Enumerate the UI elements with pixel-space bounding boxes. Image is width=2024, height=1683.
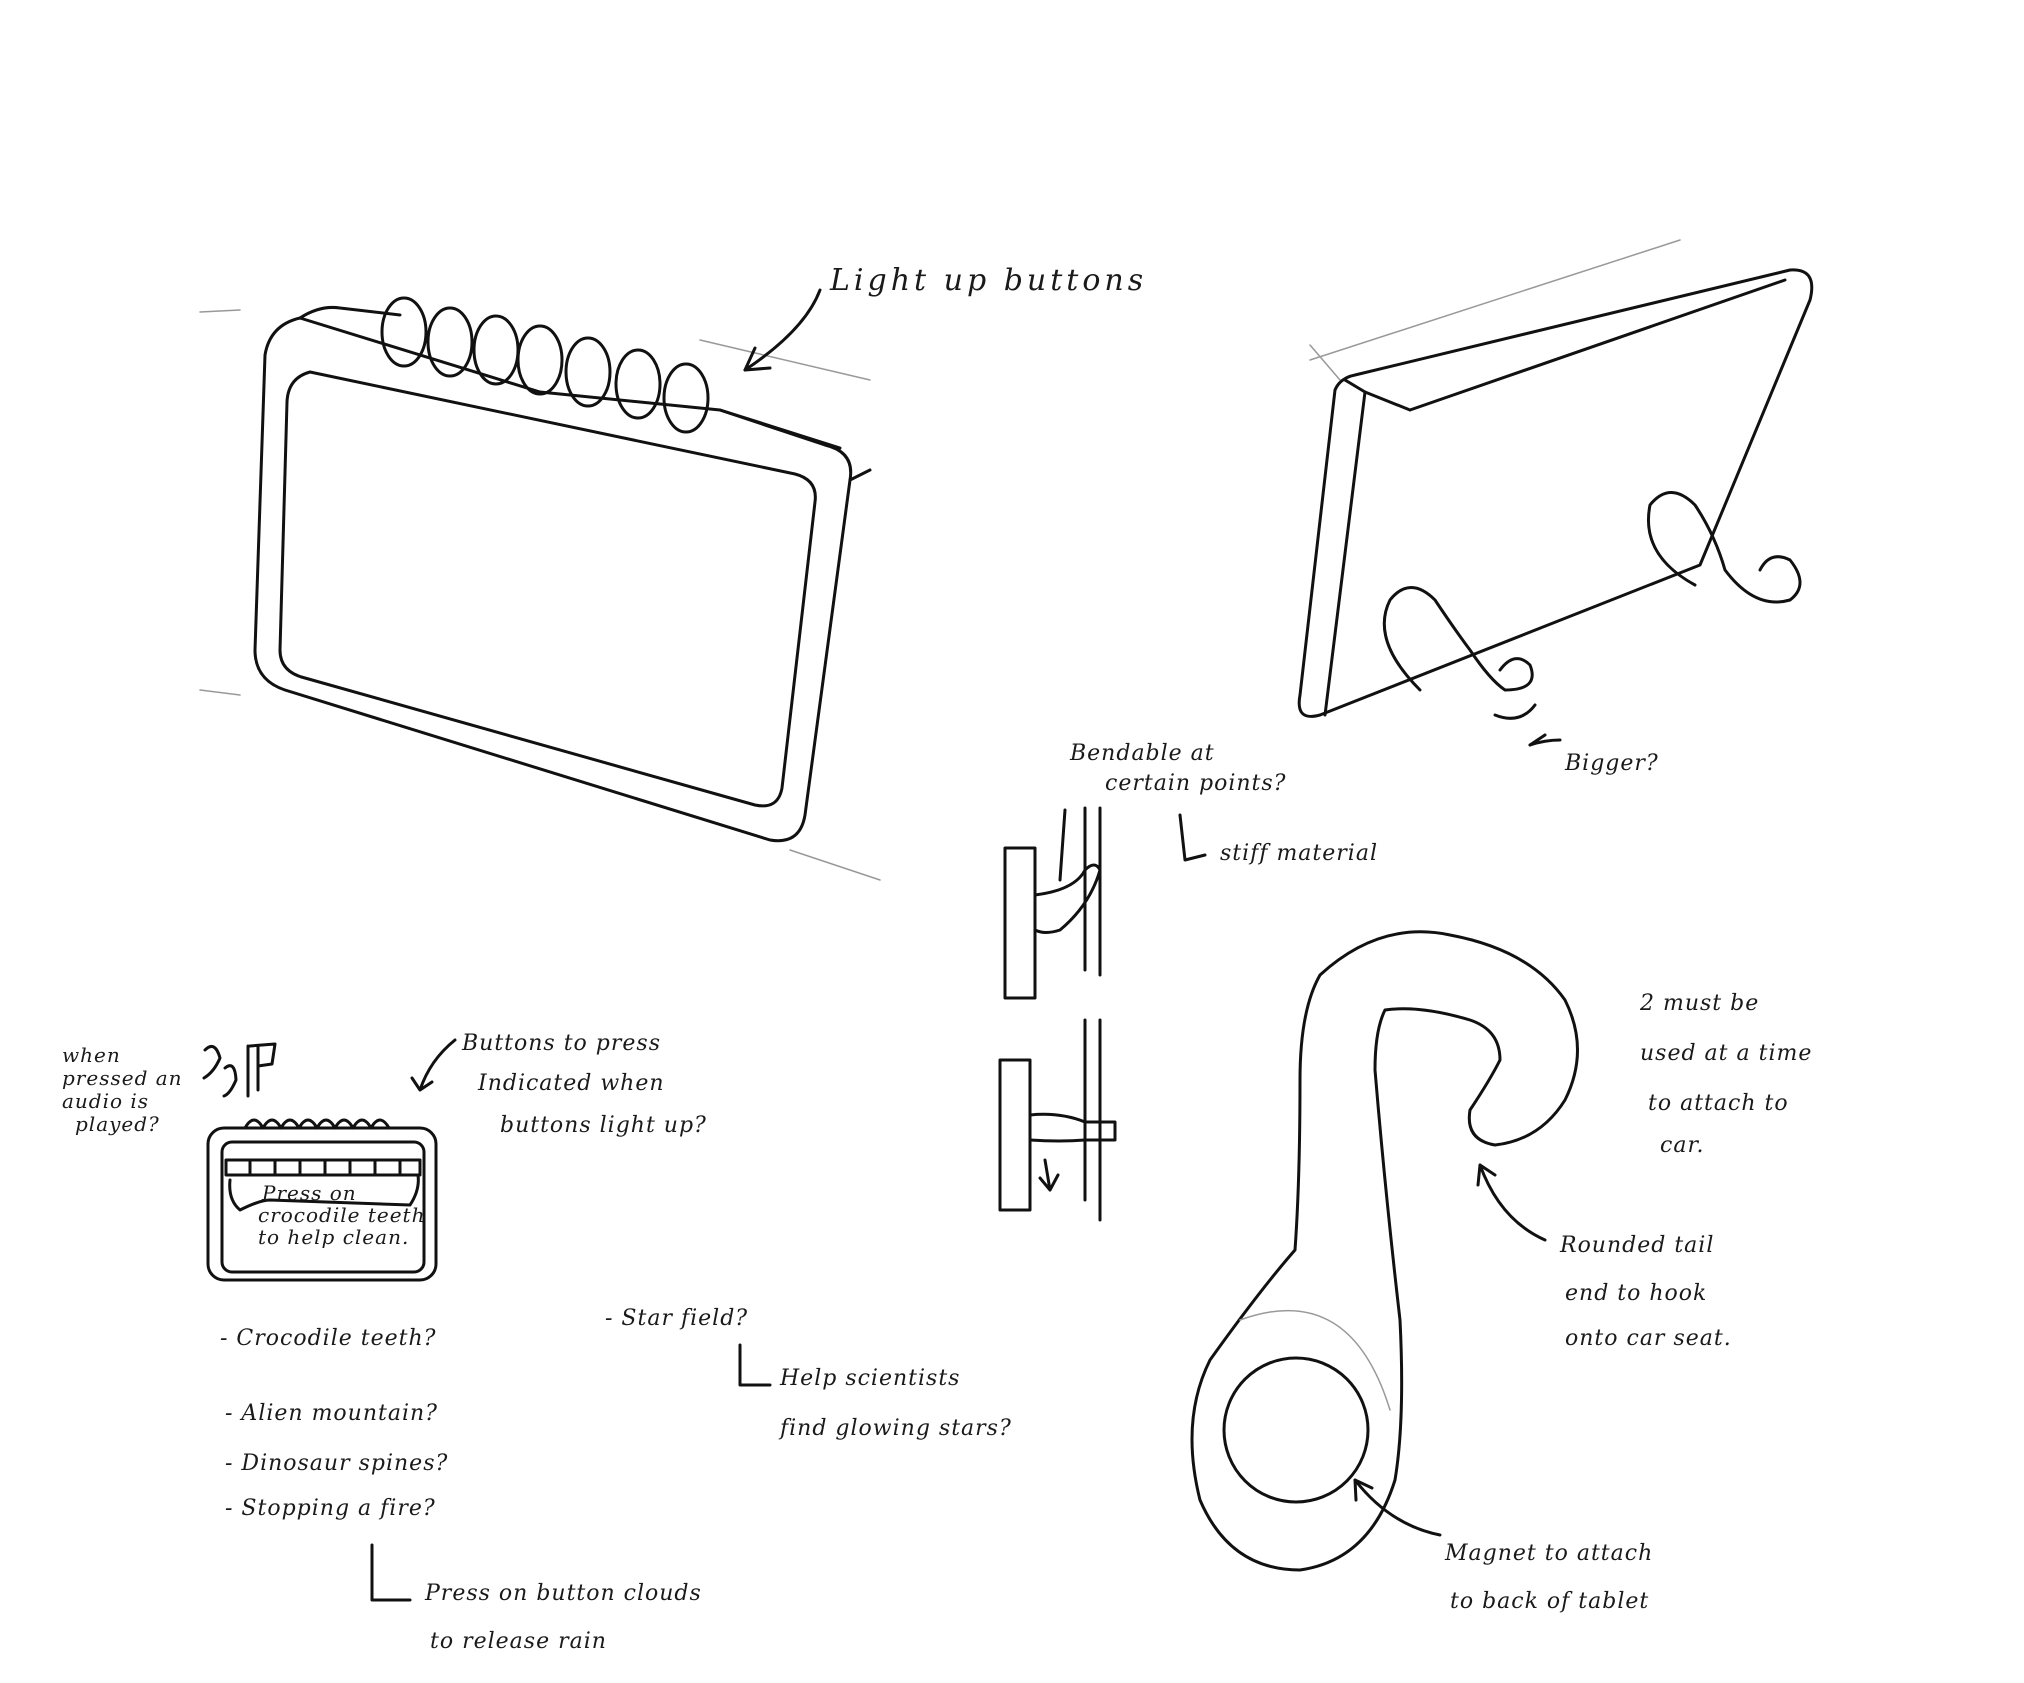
hook-magnet-sketch xyxy=(1190,930,1579,1572)
magnet-ring xyxy=(1222,1356,1370,1504)
ideas-list: - Crocodile teeth? - Alien mountain? - D… xyxy=(220,1306,1012,1654)
when-pressed-3: audio is xyxy=(62,1089,149,1113)
bendable-label-2: certain points? xyxy=(1105,771,1286,796)
crocodile-screen-sketch: when pressed an audio is played? Press o… xyxy=(62,1031,707,1282)
idea-alien: - Alien mountain? xyxy=(225,1401,438,1426)
idea-fire: - Stopping a fire? xyxy=(225,1496,436,1521)
idea-crocodile: - Crocodile teeth? xyxy=(220,1326,436,1351)
bendable-mechanism-sketch: Bendable at certain points? stiff materi… xyxy=(998,741,1378,1222)
music-note-icon xyxy=(202,1044,222,1080)
idea-clouds-1: Press on button clouds xyxy=(424,1581,702,1606)
idea-clouds-2: to release rain xyxy=(430,1629,607,1654)
magnet-2: to back of tablet xyxy=(1450,1589,1649,1614)
speaker-icon xyxy=(246,1042,277,1098)
two-must-4: car. xyxy=(1660,1133,1705,1158)
light-up-buttons xyxy=(380,296,710,434)
two-must-2: used at a time xyxy=(1640,1041,1812,1066)
buttons-to-press-1: Buttons to press xyxy=(461,1031,661,1056)
rounded-tail-1: Rounded tail xyxy=(1559,1233,1714,1258)
music-note-icon xyxy=(222,1064,238,1098)
bendable-label-1: Bendable at xyxy=(1069,741,1215,766)
idea-help-2: find glowing stars? xyxy=(778,1416,1012,1441)
two-must-1: 2 must be xyxy=(1639,991,1759,1016)
rounded-tail-3: onto car seat. xyxy=(1565,1326,1732,1351)
screen-text-2: crocodile teeth xyxy=(258,1203,425,1227)
when-pressed-1: when xyxy=(62,1043,121,1067)
when-pressed-2: pressed an xyxy=(62,1066,183,1090)
light-up-buttons-label: Light up buttons xyxy=(829,263,1147,298)
when-pressed-4: played? xyxy=(75,1112,160,1136)
tablet-front-sketch: Light up buttons xyxy=(199,263,1147,881)
two-must-3: to attach to xyxy=(1648,1091,1789,1116)
buttons-to-press-3: buttons light up? xyxy=(500,1113,707,1138)
rounded-tail-2: end to hook xyxy=(1565,1281,1707,1306)
idea-help-1: Help scientists xyxy=(779,1366,960,1391)
tablet-back-sketch: Bigger? xyxy=(1297,239,1814,776)
stiff-material-label: stiff material xyxy=(1220,841,1378,866)
bigger-label: Bigger? xyxy=(1564,751,1659,776)
screen-text-1: Press on xyxy=(261,1181,357,1205)
idea-star-field: - Star field? xyxy=(605,1306,748,1331)
magnet-1: Magnet to attach xyxy=(1444,1541,1653,1566)
idea-dinosaur: - Dinosaur spines? xyxy=(225,1451,448,1476)
buttons-to-press-2: Indicated when xyxy=(477,1071,665,1096)
screen-text-3: to help clean. xyxy=(258,1225,409,1249)
